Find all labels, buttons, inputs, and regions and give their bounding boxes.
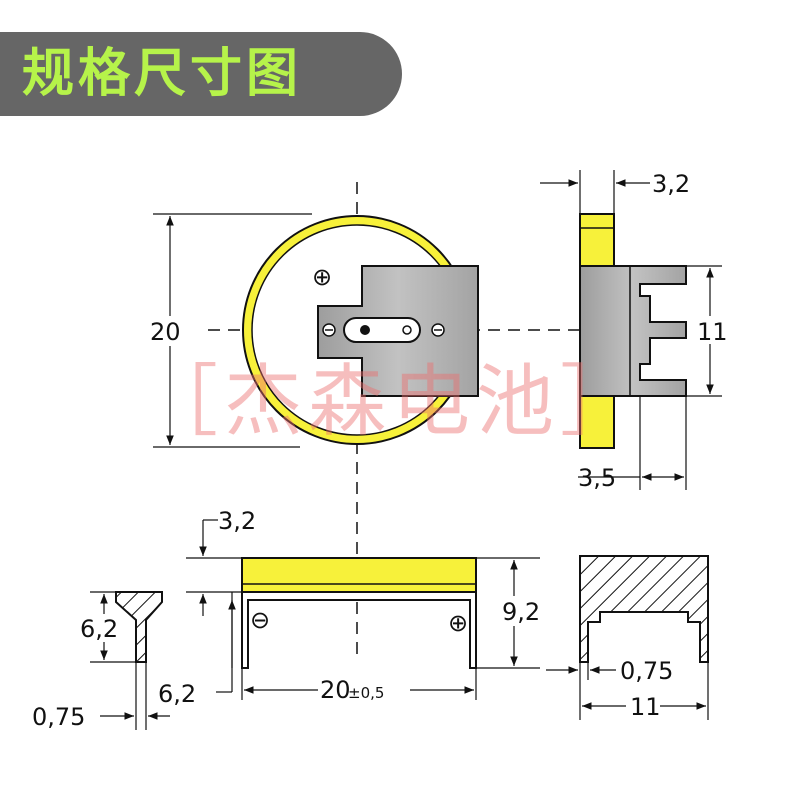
title-banner: 规格尺寸图 (0, 32, 402, 116)
front-plus-icon: ⊕ (448, 609, 468, 637)
front-battery-body (241, 557, 477, 593)
front-thickness-label: 3,2 (218, 507, 256, 535)
pin-thickness-label: 0,75 (32, 703, 85, 731)
front-height-label-bg (498, 596, 552, 626)
side-pin-offset-label: 3,5 (578, 464, 616, 492)
tab-rivet-right (402, 325, 412, 335)
section-pin-thickness-label: 0,75 (620, 657, 673, 685)
top-view: ⊕ 20 (146, 182, 580, 660)
side-thickness-label: 3,2 (652, 170, 690, 198)
top-height-label: 20 (150, 318, 181, 346)
tab-rivet-left (360, 325, 370, 335)
top-plus-icon: ⊕ (312, 263, 332, 291)
front-height-label: 9,2 (502, 598, 540, 626)
side-width-label: 11 (697, 318, 728, 346)
pin-length-label: 6,2 (80, 615, 118, 643)
height-label-bg (146, 316, 192, 346)
watermark: ［杰森电池］ (140, 357, 645, 447)
front-tolerance-label: ±0,5 (348, 684, 384, 702)
front-pin-length-label: 6,2 (158, 680, 196, 708)
front-minus-icon: ⊖ (250, 606, 270, 634)
side-width-label-bg (696, 316, 724, 344)
side-view: 3,2 11 3,5 (540, 170, 728, 492)
section-profile (579, 555, 709, 663)
side-tab (579, 265, 687, 397)
front-width-label-bg (318, 676, 410, 700)
front-view: ⊖ ⊕ 3,2 9,2 20 ±0,5 6,2 (158, 507, 552, 708)
page-title: 规格尺寸图 (22, 44, 303, 104)
tab-slot (343, 317, 421, 343)
pin-length-label-bg (78, 614, 128, 642)
section-width-label: 11 (630, 693, 661, 721)
side-bevel-top (580, 213, 615, 229)
section-width-label-bg (626, 694, 660, 720)
section-view: 0,75 11 (546, 555, 709, 721)
front-tab-frame (241, 591, 477, 669)
front-width-label: 20 (320, 676, 351, 704)
pin-detail: 6,2 0,75 (32, 591, 170, 731)
